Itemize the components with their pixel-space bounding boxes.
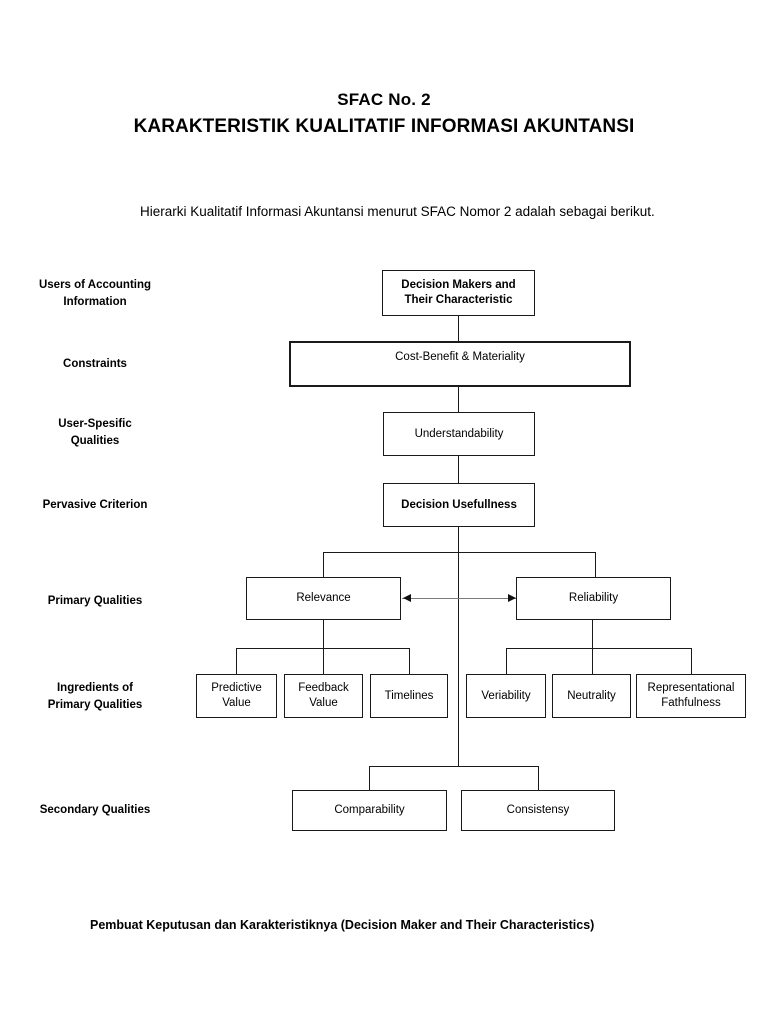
arrow-head-right-icon bbox=[508, 594, 516, 602]
row-label-users-of-accounting-information: Users of Accounting Information bbox=[38, 279, 152, 308]
connector-bar-to-reliability bbox=[595, 552, 596, 578]
row-label-ingredients-of-primary-qualities: Ingredients of Primary Qualities bbox=[47, 682, 143, 711]
node-consistensy[interactable]: Consistensy bbox=[461, 790, 615, 831]
connector-bar-to-feedback-value bbox=[323, 648, 324, 674]
connector-relevance-ingredients-bar bbox=[236, 648, 409, 649]
arrow-head-left-icon bbox=[403, 594, 411, 602]
connector-relevance-stem bbox=[323, 620, 324, 648]
page-title: SFAC No. 2 KARAKTERISTIK KUALITATIF INFO… bbox=[0, 86, 768, 140]
node-veriability[interactable]: Veriability bbox=[466, 674, 546, 718]
connector-decision-makers-to-cost-benefit bbox=[458, 316, 459, 342]
connector-bar-to-representational-fathfulness bbox=[691, 648, 692, 674]
connector-understandability-to-decision-usefullness bbox=[458, 456, 459, 483]
intro-paragraph: Hierarki Kualitatif Informasi Akuntansi … bbox=[140, 204, 655, 219]
connector-relevance-reliability-link bbox=[402, 598, 516, 599]
connector-bar-to-relevance bbox=[323, 552, 324, 578]
connector-bar-to-consistensy bbox=[538, 766, 539, 790]
node-relevance[interactable]: Relevance bbox=[246, 577, 401, 620]
node-feedback-value[interactable]: Feedback Value bbox=[284, 674, 363, 718]
connector-bar-to-predictive-value bbox=[236, 648, 237, 674]
node-timelines[interactable]: Timelines bbox=[370, 674, 448, 718]
connector-reliability-stem bbox=[592, 620, 593, 648]
connector-cost-benefit-to-understandability bbox=[458, 386, 459, 413]
title-line-2: KARAKTERISTIK KUALITATIF INFORMASI AKUNT… bbox=[133, 116, 635, 137]
connector-bar-to-veriability bbox=[506, 648, 507, 674]
node-decision-makers[interactable]: Decision Makers and Their Characteristic bbox=[382, 270, 535, 316]
row-label-secondary-qualities: Secondary Qualities bbox=[39, 804, 151, 816]
row-label-user-spesific-qualities: User-Spesific Qualities bbox=[58, 418, 132, 447]
connector-bar-to-comparability bbox=[369, 766, 370, 790]
connector-primary-qualities-bar bbox=[323, 552, 596, 553]
row-label-constraints: Constraints bbox=[63, 358, 127, 370]
node-cost-benefit-materiality[interactable]: Cost-Benefit & Materiality bbox=[289, 341, 631, 387]
node-neutrality[interactable]: Neutrality bbox=[552, 674, 631, 718]
node-understandability[interactable]: Understandability bbox=[383, 412, 535, 456]
node-decision-usefullness[interactable]: Decision Usefullness bbox=[383, 483, 535, 527]
node-comparability[interactable]: Comparability bbox=[292, 790, 447, 831]
row-label-primary-qualities: Primary Qualities bbox=[47, 595, 143, 607]
title-line-1: SFAC No. 2 bbox=[337, 90, 431, 109]
connector-bar-to-timelines bbox=[409, 648, 410, 674]
connector-reliability-ingredients-bar bbox=[506, 648, 691, 649]
node-reliability[interactable]: Reliability bbox=[516, 577, 671, 620]
connector-secondary-qualities-bar bbox=[369, 766, 539, 767]
node-predictive-value[interactable]: Predictive Value bbox=[196, 674, 277, 718]
connector-bar-to-neutrality bbox=[592, 648, 593, 674]
connector-decision-usefullness-stem bbox=[458, 527, 459, 553]
connector-spine-to-secondary-qualities bbox=[458, 552, 459, 766]
row-label-pervasive-criterion: Pervasive Criterion bbox=[42, 499, 148, 511]
node-representational-fathfulness[interactable]: Representational Fathfulness bbox=[636, 674, 746, 718]
figure-caption: Pembuat Keputusan dan Karakteristiknya (… bbox=[90, 918, 595, 932]
